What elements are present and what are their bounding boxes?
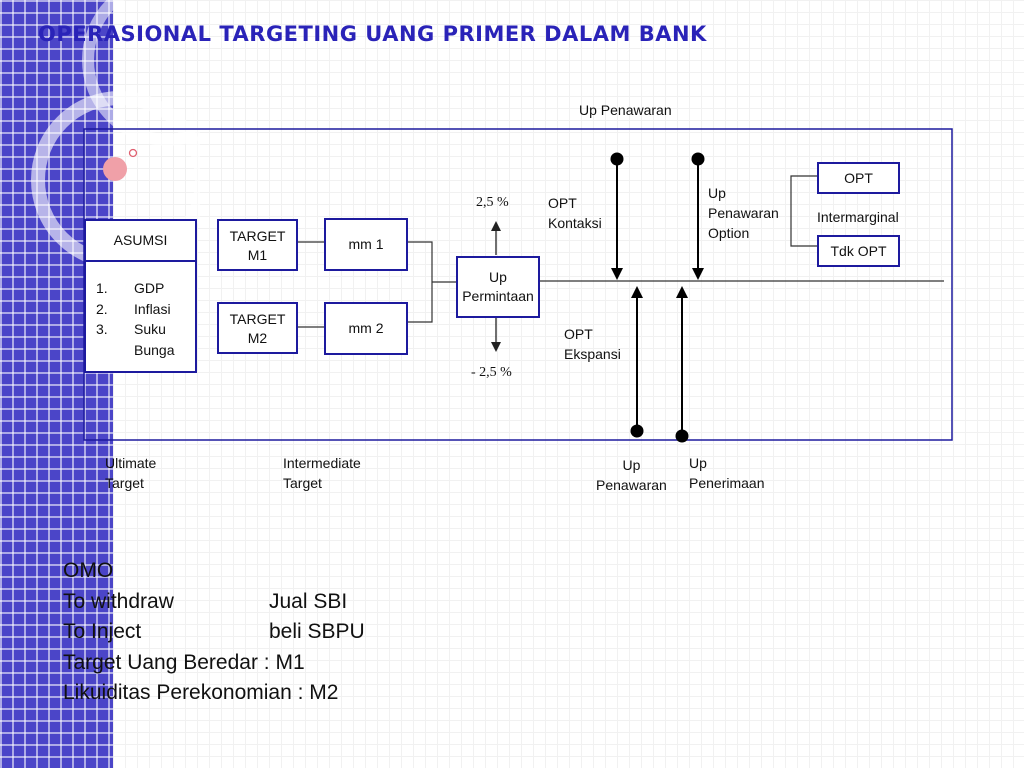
opt-box: OPT [817, 162, 900, 194]
arrow4-head [676, 286, 688, 298]
asumsi-item: Suku [134, 321, 166, 337]
notes-row-inject: To Inject beli SBPU [63, 617, 365, 648]
asumsi-number: 1. [96, 280, 108, 296]
ultimate-target-label: Ultimate Target [105, 453, 156, 493]
notes-line-m1: Target Uang Beredar : M1 [63, 650, 305, 674]
intermarginal-label: Intermarginal [817, 209, 899, 225]
ring-top [82, 0, 200, 146]
asumsi-numbers: 1. 2. 3. [96, 278, 108, 340]
up-penawaran-bottom-line2: Penawaran [596, 477, 667, 493]
target-m2-box: TARGET M2 [217, 302, 298, 354]
notes-row-value: Jual SBI [269, 589, 348, 613]
up-penawaran-option-line3: Option [708, 225, 750, 241]
notes-row-key: To Inject [63, 620, 142, 643]
target-m2-line1: TARGET [229, 311, 286, 327]
notes-line-m2: Likuiditas Perekonomian : M2 [63, 681, 339, 704]
pink-dot [103, 157, 127, 181]
opt-label: OPT [844, 170, 873, 186]
asumsi-header-box: ASUMSI [84, 219, 197, 262]
opt-ekspansi-line2: Ekspansi [564, 346, 621, 362]
plus-percent-label: 2,5 % [476, 195, 509, 210]
opt-kontaksi-line1: OPT [548, 195, 577, 211]
tdk-opt-box: Tdk OPT [817, 235, 900, 267]
opt-ekspansi-label: OPT Ekspansi [564, 324, 621, 364]
asumsi-item: Inflasi [134, 300, 171, 317]
asumsi-header: ASUMSI [113, 232, 168, 248]
up-permintaan-line2: Permintaan [462, 288, 534, 304]
asumsi-list: GDP Inflasi Suku Bunga [134, 278, 174, 360]
minus-percent-label: - 2,5 % [471, 365, 512, 380]
opt-kontaksi-line2: Kontaksi [548, 215, 602, 231]
notes-omo: OMO [63, 559, 114, 582]
bracket-connector [407, 241, 433, 323]
target-m1-line1: TARGET [229, 228, 286, 244]
up-penawaran-option-line1: Up [708, 185, 726, 201]
tdk-opt-label: Tdk OPT [830, 243, 887, 259]
mm2-box: mm 2 [324, 302, 408, 355]
ultimate-target-line1: Ultimate [105, 455, 157, 471]
asumsi-item: Bunga [134, 341, 175, 358]
mm1-box: mm 1 [324, 218, 408, 271]
up-penawaran-bottom-line1: Up [622, 457, 641, 473]
notes-row-value: beli SBPU [269, 620, 365, 643]
up-penawaran-option-label: Up Penawaran Option [708, 183, 779, 243]
up-penawaran-option-line2: Penawaran [708, 205, 779, 221]
notes-block: OMO To withdraw Jual SBI To Inject beli … [63, 556, 365, 709]
intermediate-target-label: Intermediate Target [283, 453, 361, 493]
asumsi-item: GDP [134, 280, 165, 296]
asumsi-items-box: 1. 2. 3. GDP Inflasi Suku Bunga [84, 260, 197, 373]
up-arrow-head [491, 221, 501, 231]
top-label-up-penawaran: Up Penawaran [579, 102, 672, 118]
up-penawaran-bottom-label: Up Penawaran [596, 455, 667, 495]
mm2-label: mm 2 [348, 320, 384, 336]
down-arrow-head [491, 342, 501, 352]
up-penerimaan-label: Up Penerimaan [689, 453, 765, 493]
asumsi-number: 3. [96, 321, 108, 337]
notes-row-withdraw: To withdraw Jual SBI [63, 587, 365, 618]
background-grid [113, 0, 1024, 768]
target-m2-line2: M2 [247, 330, 268, 346]
intermediate-target-line1: Intermediate [283, 455, 361, 471]
up-permintaan-line1: Up [489, 269, 507, 285]
asumsi-number: 2. [96, 300, 108, 317]
page-title: Operasional Targeting Uang Primer dalam … [38, 22, 707, 46]
arrow3-head [631, 286, 643, 298]
ultimate-target-line2: Target [105, 475, 144, 491]
opt-kontaksi-label: OPT Kontaksi [548, 193, 602, 233]
small-ring [128, 148, 138, 158]
opt-bracket [790, 175, 818, 247]
arrow1-head [611, 268, 623, 280]
up-permintaan-box: Up Permintaan [456, 256, 540, 318]
intermediate-target-line2: Target [283, 475, 322, 491]
target-m1-box: TARGET M1 [217, 219, 298, 271]
notes-row-key: To withdraw [63, 589, 174, 613]
up-penerimaan-line1: Up [689, 455, 707, 471]
arrow2-head [692, 268, 704, 280]
up-penerimaan-line2: Penerimaan [689, 475, 765, 491]
mm1-label: mm 1 [348, 236, 384, 252]
target-m1-line2: M1 [247, 247, 268, 263]
opt-ekspansi-line1: OPT [564, 326, 593, 342]
